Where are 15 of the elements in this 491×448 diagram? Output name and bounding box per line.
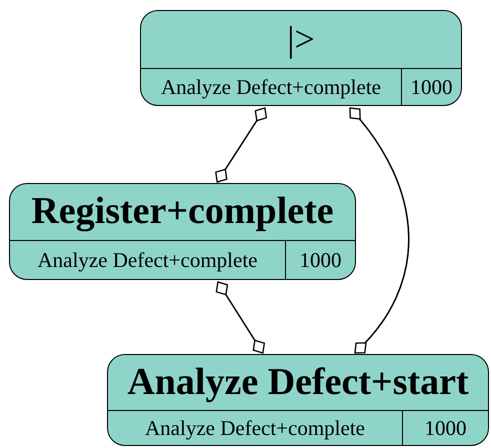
connector (215, 107, 267, 183)
row-label: Analyze Defect+complete (38, 248, 258, 272)
count-value: 1000 (300, 248, 342, 272)
node-title: Analyze Defect+start (127, 362, 469, 404)
connector (349, 107, 410, 354)
record-box (140, 10, 462, 106)
record-box (107, 354, 489, 446)
count-value: 1000 (410, 74, 452, 100)
connector (216, 281, 265, 354)
node-title: |> (287, 20, 315, 60)
record-box (9, 183, 356, 280)
row-label: Analyze Defect+complete (145, 416, 365, 440)
count-value: 1000 (424, 416, 466, 440)
row-label: Analyze Defect+complete (161, 74, 381, 100)
node-title: Register+complete (31, 191, 334, 233)
